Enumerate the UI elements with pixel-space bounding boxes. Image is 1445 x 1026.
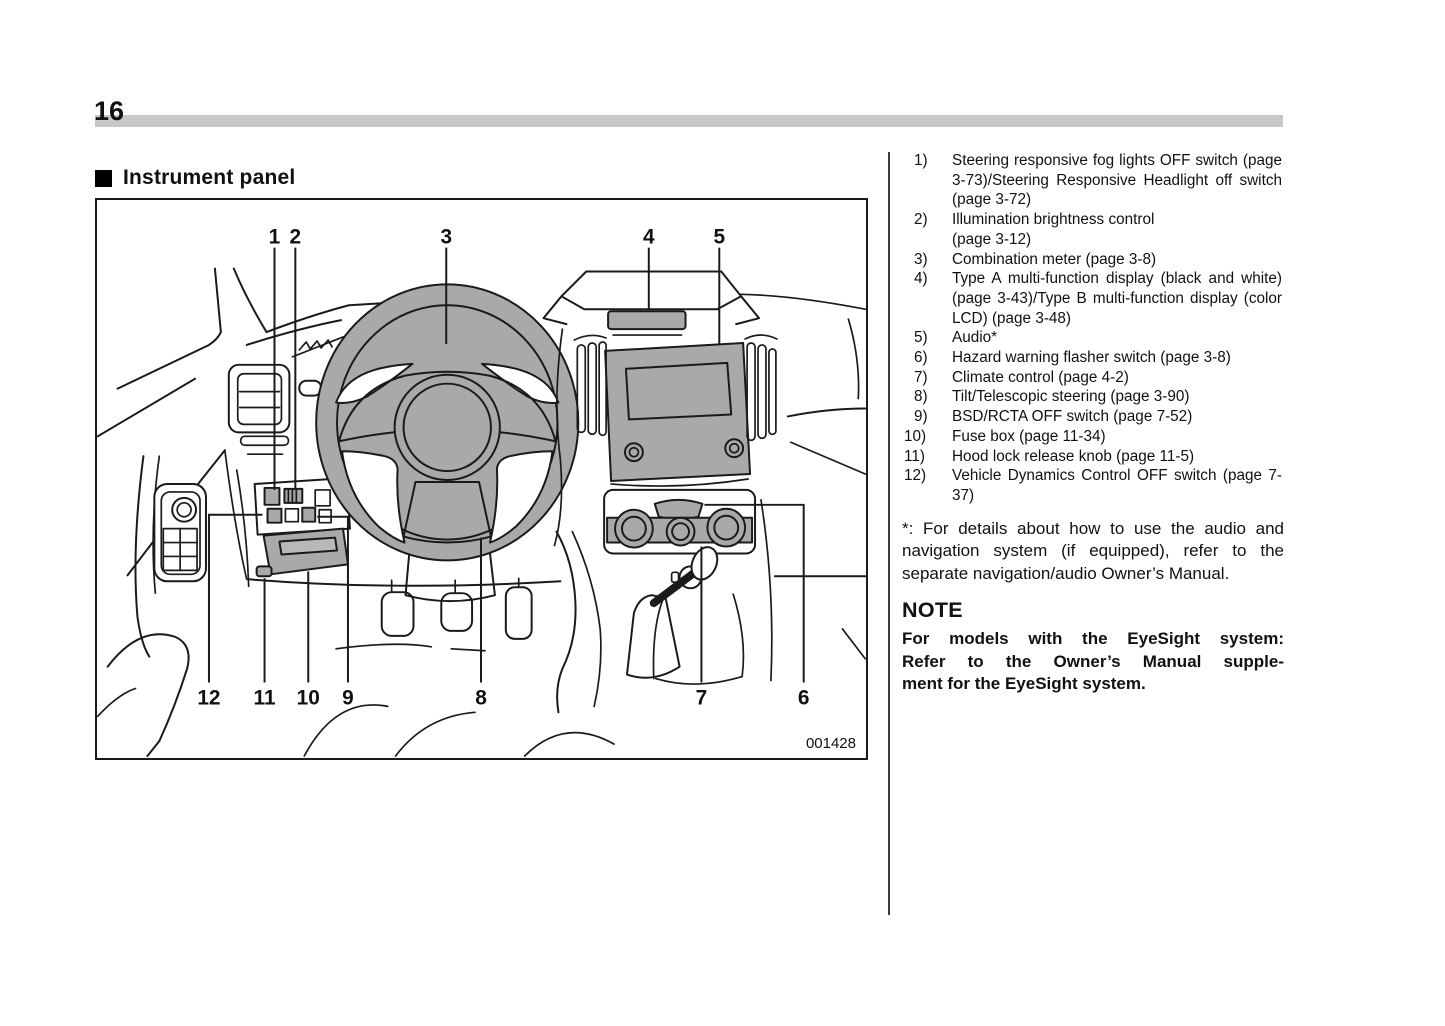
- callout-label-8: 8: [475, 686, 487, 709]
- bsd-rcta-off-switch: [301, 506, 317, 523]
- legend-list: 1) Steering responsive fog lights OFF swi…: [902, 151, 1284, 506]
- legend-item: 5) Audio*: [902, 328, 1284, 348]
- callout-label-4: 4: [643, 226, 655, 249]
- horn-pad: [393, 373, 501, 481]
- audio-unit: [604, 341, 752, 482]
- callout-label-12: 12: [197, 686, 220, 709]
- legend-item: 9) BSD/RCTA OFF switch (page 7-52): [902, 407, 1284, 427]
- legend-item-text: Fuse box (page 11-34): [952, 427, 1106, 445]
- legend-item-number: 1): [914, 152, 928, 169]
- door-panel: [97, 455, 250, 758]
- legend-item-text: Illumination brightness control (page 3-…: [952, 211, 1155, 248]
- legend-item: 3) Combination meter (page 3-8): [902, 250, 1284, 270]
- pedals: [303, 577, 533, 757]
- center-vent-left: [573, 334, 607, 437]
- callout-label-11: 11: [254, 686, 276, 709]
- callout-label-5: 5: [713, 226, 725, 249]
- note-line: ment for the EyeSight system.: [902, 673, 1146, 693]
- climate-control: [603, 488, 757, 555]
- legend-item-number: 4): [914, 270, 928, 288]
- note-line: Refer to the Owner’s Manual supple-: [902, 651, 1284, 671]
- legend-item-text: Vehicle Dynamics Control OFF switch (pag…: [952, 467, 1282, 504]
- legend-item-number: 8): [914, 388, 928, 406]
- legend-item: 8) Tilt/Telescopic steering (page 3-90): [902, 387, 1284, 407]
- legend-item: 6) Hazard warning flasher switch (page 3-…: [902, 348, 1284, 368]
- center-console: [523, 499, 773, 757]
- legend-item-text: Tilt/Telescopic steering (page 3-90): [952, 388, 1190, 406]
- callout-leader-lines: [207, 247, 805, 683]
- multi-function-display: [607, 310, 687, 331]
- legend-item-text: Steering responsive fog lights OFF switc…: [952, 152, 1282, 209]
- audio-footnote: *: For details about how to use the audi…: [902, 518, 1284, 583]
- illumination-brightness-control: [283, 487, 304, 504]
- legend-item: 2) Illumination brightness control (page …: [902, 210, 1284, 249]
- legend-item-text: Audio*: [952, 329, 998, 347]
- legend-item-number: 3): [914, 250, 928, 268]
- callout-label-7: 7: [696, 686, 708, 709]
- driver-switch-panel: [253, 477, 351, 536]
- legend-item-number: 2): [914, 211, 928, 229]
- legend-item-number: 12): [904, 467, 927, 485]
- fog-light-off-switch: [263, 486, 281, 506]
- turn-signal-stalk: [298, 379, 323, 397]
- climate-knob-left: [614, 508, 654, 549]
- callout-label-9: 9: [342, 686, 354, 709]
- legend-item-number: 7): [914, 368, 928, 386]
- dash-seam: [553, 328, 564, 547]
- callout-label-1: 1: [269, 226, 281, 249]
- note-line: For models with the EyeSight system:: [902, 629, 1284, 649]
- legend-item-text: Type A multi-function display (black and…: [952, 270, 1282, 327]
- legend-item-text: Combination meter (page 3-8): [952, 250, 1157, 268]
- legend-item-text: BSD/RCTA OFF switch (page 7-52): [952, 408, 1193, 426]
- page-number: 16: [94, 96, 125, 126]
- side-vent-left: [227, 363, 291, 456]
- section-square-marker: [95, 169, 112, 187]
- passenger-side-contours: [773, 318, 866, 660]
- legend-item-text: Hazard warning flasher switch (page 3-8): [952, 349, 1231, 367]
- column-divider: [888, 152, 890, 915]
- legend-item-number: 10): [904, 427, 927, 445]
- audio-screen: [624, 361, 733, 421]
- shift-lever-knob: [690, 546, 719, 581]
- steering-wheel: [315, 283, 580, 562]
- hood-lock-release-knob: [255, 565, 273, 578]
- legend-item: 11) Hood lock release knob (page 11-5): [902, 447, 1284, 467]
- legend-item-number: 9): [914, 408, 928, 426]
- note-heading: NOTE: [902, 598, 963, 623]
- section-heading: Instrument panel: [95, 166, 295, 190]
- fuse-box-label: [278, 536, 339, 556]
- legend-item: 1) Steering responsive fog lights OFF swi…: [902, 151, 1284, 210]
- legend-item: 7) Climate control (page 4-2): [902, 368, 1284, 388]
- legend-item: 10) Fuse box (page 11-34): [902, 427, 1284, 447]
- legend-item-number: 5): [914, 329, 928, 347]
- legend-item-number: 11): [904, 447, 925, 465]
- center-vent-right: [744, 334, 778, 442]
- center-stack: [542, 270, 866, 487]
- legend-item-text: Hood lock release knob (page 11-5): [952, 447, 1195, 465]
- legend-item-text: Climate control (page 4-2): [952, 368, 1129, 386]
- climate-knob-middle: [665, 516, 696, 547]
- header-rule: [95, 115, 1283, 127]
- callout-label-2: 2: [290, 226, 302, 249]
- climate-knob-right: [706, 507, 747, 548]
- legend-column: 1) Steering responsive fog lights OFF swi…: [902, 151, 1284, 695]
- note-body: For models with the EyeSight system:Refe…: [902, 628, 1284, 695]
- legend-item: 4) Type A multi-function display (black a…: [902, 269, 1284, 328]
- callout-label-6: 6: [798, 686, 810, 709]
- callout-label-3: 3: [440, 226, 452, 249]
- section-title: Instrument panel: [123, 166, 296, 189]
- vdc-off-switch: [266, 507, 283, 524]
- hazard-flasher-switch: [653, 498, 704, 521]
- callout-label-10: 10: [297, 686, 320, 709]
- figure-code: 001428: [805, 735, 856, 752]
- window-switches: [162, 527, 198, 572]
- legend-item-number: 6): [914, 349, 928, 367]
- audio-knob-left: [623, 442, 644, 463]
- audio-knob-right: [724, 438, 745, 459]
- door-lock-knob: [171, 496, 198, 523]
- legend-item: 12) Vehicle Dynamics Control OFF switch (…: [902, 466, 1284, 505]
